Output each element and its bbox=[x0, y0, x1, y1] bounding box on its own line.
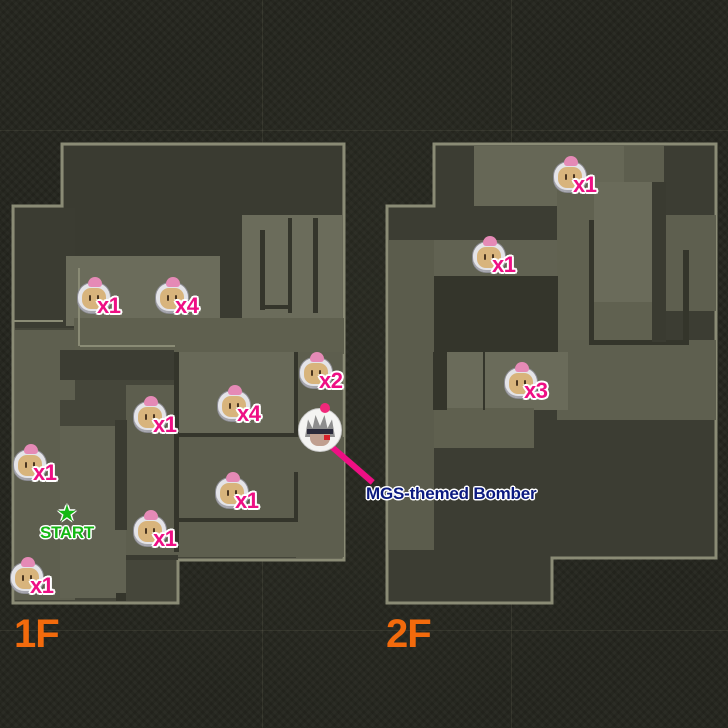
bomber-head-icon bbox=[300, 358, 332, 388]
background-gridline bbox=[0, 130, 728, 131]
mgs-bomber-avatar-icon[interactable] bbox=[298, 408, 342, 452]
bomber-pom bbox=[310, 352, 324, 362]
bomber-pom bbox=[515, 362, 529, 372]
collectible-count: x1 bbox=[235, 488, 259, 513]
bomber-head-icon bbox=[134, 516, 166, 546]
collectible-count: x1 bbox=[153, 526, 177, 551]
collectible-marker[interactable]: x1 bbox=[134, 396, 178, 440]
collectible-marker[interactable]: x1 bbox=[134, 510, 178, 554]
collectible-marker[interactable]: x4 bbox=[156, 277, 200, 321]
collectible-marker[interactable]: x3 bbox=[505, 362, 549, 406]
bomber-pom bbox=[166, 277, 180, 287]
bomber-pom bbox=[228, 385, 242, 395]
bomber-head-icon bbox=[78, 283, 110, 313]
bomber-pom bbox=[483, 236, 497, 246]
collectible-marker[interactable]: x1 bbox=[473, 236, 517, 280]
bomber-head-icon bbox=[218, 391, 250, 421]
bomber-pom bbox=[21, 557, 35, 567]
start-marker[interactable]: ★ START bbox=[30, 503, 104, 542]
star-icon: ★ bbox=[58, 503, 76, 525]
floor-label-1f: 1F bbox=[14, 612, 60, 656]
floor-label-2f: 2F bbox=[386, 612, 432, 656]
collectible-count: x1 bbox=[573, 172, 597, 197]
collectible-count: x2 bbox=[319, 368, 343, 393]
bomber-pom bbox=[144, 510, 158, 520]
bomber-head-icon bbox=[216, 478, 248, 508]
collectible-count: x4 bbox=[237, 401, 261, 426]
collectible-marker[interactable]: x1 bbox=[11, 557, 55, 601]
collectible-count: x1 bbox=[30, 573, 54, 598]
bomber-head-icon bbox=[473, 242, 505, 272]
collectible-count: x1 bbox=[33, 460, 57, 485]
collectible-count: x4 bbox=[175, 293, 199, 318]
bomber-head-icon bbox=[505, 368, 537, 398]
bomber-head-icon bbox=[14, 450, 46, 480]
bomber-head-icon bbox=[156, 283, 188, 313]
collectible-count: x1 bbox=[97, 293, 121, 318]
collectible-marker[interactable]: x1 bbox=[14, 444, 58, 488]
collectible-marker[interactable]: x1 bbox=[78, 277, 122, 321]
background-gridline bbox=[0, 630, 728, 631]
collectible-marker[interactable]: x2 bbox=[300, 352, 344, 396]
collectible-count: x3 bbox=[524, 378, 548, 403]
bomber-head-icon bbox=[554, 162, 586, 192]
collectible-marker[interactable]: x1 bbox=[554, 156, 598, 200]
bomber-pom bbox=[88, 277, 102, 287]
collectible-count: x1 bbox=[492, 252, 516, 277]
bomber-pom bbox=[564, 156, 578, 166]
bomber-pom bbox=[226, 472, 240, 482]
callout-label: MGS-themed Bomber bbox=[366, 484, 537, 503]
collectible-marker[interactable]: x1 bbox=[216, 472, 260, 516]
mgs-bomber-pom bbox=[320, 403, 330, 413]
collectible-marker[interactable]: x4 bbox=[218, 385, 262, 429]
bomber-pom bbox=[144, 396, 158, 406]
bomber-pom bbox=[24, 444, 38, 454]
bomber-head-icon bbox=[11, 563, 43, 593]
start-label: START bbox=[40, 523, 94, 542]
bomber-head-icon bbox=[134, 402, 166, 432]
collectible-count: x1 bbox=[153, 412, 177, 437]
